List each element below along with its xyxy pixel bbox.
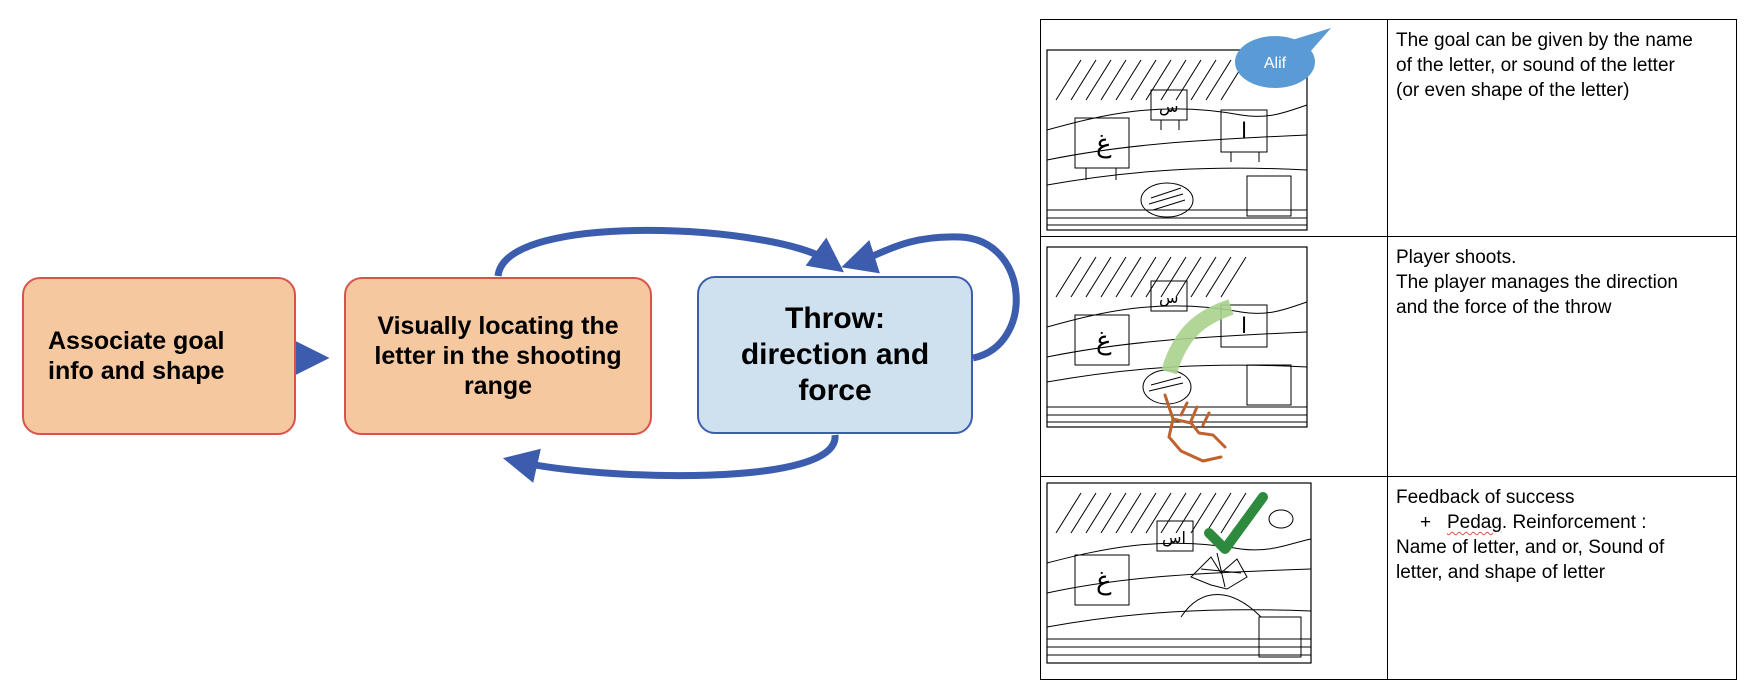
arrow-box2-to-box3	[494, 226, 845, 277]
storyboard-text-goal: The goal can be given by the name of the…	[1387, 19, 1737, 237]
arrow-box3-self-loop	[841, 233, 1020, 362]
box-visually-locating-line1: Visually locating the	[377, 312, 619, 340]
storyboard-row-goal: غ س ا Alif The goal can be given by the …	[1040, 19, 1737, 237]
box-visually-locating: Visually locating the letter in the shoo…	[344, 277, 652, 435]
shoot-text-line2: The player manages the direction	[1396, 272, 1678, 293]
sketch-goal: غ س ا Alif	[1046, 28, 1331, 231]
box-associate-goal-line1: Associate goal	[48, 327, 225, 355]
feedback-text-line3: Name of letter, and or, Sound of	[1396, 537, 1665, 558]
box-visually-locating-line3: range	[463, 372, 533, 400]
box-associate-goal-line2: info and shape	[48, 357, 225, 385]
shoot-text-line1: Player shoots.	[1396, 247, 1517, 268]
box-throw-line1: Throw:	[785, 302, 885, 335]
sketch-goal-letter-sin: س	[1159, 97, 1179, 116]
box-throw: Throw: direction and force	[697, 276, 973, 434]
goal-text-line1: The goal can be given by the name	[1396, 30, 1693, 51]
sketch-shoot-letter-alif: ا	[1241, 314, 1247, 339]
speech-bubble: Alif	[1235, 28, 1331, 88]
feedback-text-line1: Feedback of success	[1396, 487, 1575, 508]
feedback-reinforcement: . Reinforcement :	[1501, 512, 1647, 533]
sketch-shoot-letter-sin: س	[1159, 288, 1179, 307]
storyboard-row-feedback: غ اس Feedback of success + Pedag. Reinfo…	[1040, 476, 1737, 680]
sketch-feedback-letter-ghayn: غ	[1096, 566, 1112, 596]
box-visually-locating-line2: letter in the shooting	[374, 342, 622, 370]
goal-text-line2: of the letter, or sound of the letter	[1396, 55, 1675, 76]
arrow-box3-to-box2	[502, 434, 839, 483]
sketch-shoot-cell: غ س ا	[1040, 236, 1388, 477]
box-associate-goal: Associate goal info and shape	[22, 277, 296, 435]
feedback-bullet-line: + Pedag. Reinforcement :	[1396, 510, 1728, 535]
sketch-goal-letter-alif: ا	[1241, 119, 1247, 144]
goal-text-line3: (or even shape of the letter)	[1396, 80, 1630, 101]
sketch-feedback-cell: غ اس	[1040, 476, 1388, 680]
storyboard-row-shoot: غ س ا Player shoots. The player manages …	[1040, 236, 1737, 477]
box-throw-line2: direction and	[740, 338, 930, 371]
shoot-text-line3: and the force of the throw	[1396, 297, 1612, 318]
speech-bubble-text: Alif	[1264, 55, 1287, 72]
sketch-shoot-letter-ghayn: غ	[1096, 326, 1112, 356]
sketch-feedback: غ اس	[1046, 482, 1312, 664]
feedback-bullet: +	[1420, 512, 1432, 533]
storyboard-text-shoot: Player shoots. The player manages the di…	[1387, 236, 1737, 477]
sketch-goal-letter-ghayn: غ	[1096, 129, 1112, 159]
box-throw-line3: force	[798, 374, 872, 407]
storyboard-text-feedback: Feedback of success + Pedag. Reinforceme…	[1387, 476, 1737, 680]
storyboard-table: غ س ا Alif The goal can be given by the …	[1040, 19, 1737, 680]
check-icon	[1204, 492, 1268, 554]
sketch-shoot: غ س ا	[1046, 246, 1308, 463]
feedback-pedag-word: Pedag	[1446, 512, 1502, 533]
trajectory	[1161, 299, 1234, 375]
feedback-text-line4: letter, and shape of letter	[1396, 562, 1606, 583]
sketch-feedback-letter-sin-marked: اس	[1162, 528, 1186, 547]
sketch-goal-cell: غ س ا Alif	[1040, 19, 1388, 237]
hand-icon	[1163, 393, 1227, 463]
